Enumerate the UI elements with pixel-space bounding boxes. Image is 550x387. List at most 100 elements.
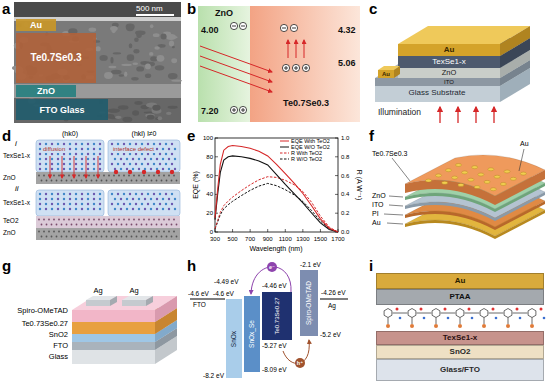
atom	[58, 219, 60, 221]
legend-text: R With TeO2	[291, 150, 322, 156]
atom	[114, 208, 116, 210]
atom	[63, 175, 65, 177]
energy-value: -4.6 eV	[213, 290, 234, 297]
atom	[168, 231, 170, 233]
atom	[101, 236, 103, 238]
energy-value: -8.09 eV	[262, 366, 287, 373]
bond	[393, 313, 408, 314]
atom	[165, 193, 167, 195]
legend-sample	[280, 141, 289, 142]
atom	[162, 158, 164, 160]
sem-background	[14, 2, 181, 123]
axis-tick	[335, 213, 338, 214]
sem-grain	[136, 66, 144, 71]
atom	[111, 193, 113, 195]
grain-block	[36, 140, 104, 172]
charge-symbol	[292, 64, 299, 71]
light-ray	[250, 84, 272, 92]
layer-overlay: Au	[16, 19, 56, 31]
atom	[131, 180, 133, 182]
atom	[168, 208, 170, 210]
axis-title: EQE (%)	[192, 171, 200, 199]
atom	[46, 224, 48, 226]
atom	[51, 224, 53, 226]
tick-label: 80	[206, 153, 213, 160]
sem-grain	[153, 33, 160, 37]
facet-label: (hk0)	[62, 130, 78, 138]
gold-dot	[510, 177, 516, 180]
gold-dot	[500, 183, 506, 186]
tick-label: 1500	[314, 236, 327, 243]
atom	[69, 198, 71, 200]
atom	[153, 219, 155, 221]
gold-dot	[442, 181, 448, 184]
sem-grain	[108, 66, 116, 68]
glass-slab-front	[375, 86, 500, 102]
atom	[495, 317, 498, 320]
atom	[116, 224, 118, 226]
gold-slab-front	[398, 44, 500, 56]
atom	[45, 143, 47, 145]
atom	[63, 143, 65, 145]
sem-grain	[129, 43, 133, 48]
scale-label: 500 nm	[136, 4, 163, 13]
atom	[63, 198, 65, 200]
sem-grain	[121, 64, 131, 66]
sem-grain	[158, 116, 163, 120]
interface-schematic	[36, 140, 180, 240]
atom	[168, 158, 170, 160]
node-text: 5.06	[338, 58, 356, 68]
node-text: Au	[30, 20, 42, 30]
panel-letter: f	[369, 127, 374, 144]
node-text: Te0.7Se0.3	[31, 52, 82, 64]
atom	[61, 236, 63, 238]
sem-grain	[127, 54, 134, 61]
sem-grain	[168, 73, 178, 79]
atom	[51, 153, 53, 155]
atom	[39, 148, 41, 150]
gold-dot	[474, 186, 480, 189]
tick-label: 20	[206, 210, 213, 217]
layer-slab: Au	[376, 273, 544, 289]
atom	[173, 175, 175, 177]
atom	[58, 175, 60, 177]
sem-grain	[131, 77, 139, 80]
diffusion-arrow	[50, 156, 51, 178]
atom	[57, 198, 59, 200]
atom	[161, 180, 163, 182]
atom	[171, 193, 173, 195]
atom	[66, 180, 68, 182]
atom	[39, 143, 41, 145]
atom	[158, 175, 160, 177]
gold-pad-front	[378, 70, 394, 78]
atom	[156, 148, 158, 150]
layer-label: Au	[382, 71, 390, 78]
node-text: SnO2	[450, 347, 471, 356]
interface-defect	[170, 170, 174, 174]
atom	[132, 208, 134, 210]
atom	[156, 224, 158, 226]
atom	[66, 224, 68, 226]
sno2-slab-front	[72, 334, 155, 342]
atom	[93, 219, 95, 221]
sem-grain	[152, 105, 160, 111]
atom	[135, 193, 137, 195]
sem-grain	[104, 72, 113, 79]
legend-sample	[280, 153, 289, 154]
atom	[176, 224, 178, 226]
axis-tick	[215, 232, 218, 233]
atom	[86, 236, 88, 238]
atom	[138, 175, 140, 177]
benzene-ring	[528, 309, 536, 318]
atom	[68, 175, 70, 177]
carrier-circle	[295, 358, 305, 368]
layer-slab: TexSe1-x	[376, 331, 544, 345]
atom	[123, 219, 125, 221]
atom	[81, 163, 83, 165]
sem-grain	[124, 72, 127, 77]
carrier-circle	[267, 262, 277, 272]
panel-letter: i	[369, 257, 373, 274]
atom	[106, 180, 108, 182]
panel-letter: a	[2, 0, 10, 17]
sem-grain	[110, 57, 113, 64]
